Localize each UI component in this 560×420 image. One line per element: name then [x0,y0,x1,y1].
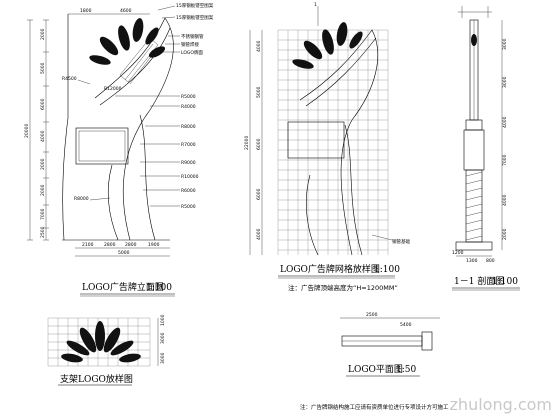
plan-dim-2: 5400 [400,322,412,328]
front-bdim-5: 5000 [118,250,130,256]
front-topdim-1: 1800 [80,8,92,14]
section-vdim-2: 3000 [502,76,508,88]
section-scale: 1:100 [492,277,518,287]
section-bdim-2: 1300 [466,258,478,264]
plan-logo-title: 支架LOGO放样图 [60,373,133,385]
section-vdim-3: 4000 [502,116,508,128]
section-vdim-1: 3000 [502,38,508,50]
plan-logo-vdim-1: 1000 [160,314,166,326]
section-bdim-1: 1200 [452,250,464,256]
section-bdim-3: 800 [486,258,495,264]
front-vdim-3: 6000 [40,98,46,110]
section-vdim-6: 2000 [502,228,508,240]
front-callout-7: R5000 [181,94,196,100]
grid-scale: 1:100 [374,265,400,275]
front-frame [62,14,69,241]
grid-logo-leaves [292,22,363,69]
grid-vdim-6: 4000 [256,228,262,240]
grid-vdim-5: 6000 [256,188,262,200]
grid-layout: 1 4000 5000 6000 22000 6000 4000 钢管基础 LO… [244,2,410,292]
grid-section-mark: 1 [314,2,317,8]
section-column [463,129,485,171]
grid-vdim-1: 4000 [256,40,262,52]
front-vdim-5: 2000 [40,158,46,170]
grid-callout-base: 钢管基础 [392,238,410,245]
front-callout-8: R4000 [181,104,196,110]
front-callout-3: 不锈钢钢管 [181,33,204,40]
front-callout-2: 15厚钢板镂空图案 [176,14,214,21]
plan-scale: 1:50 [396,365,416,375]
front-vdim-7: 7000 [40,208,46,220]
plan-logo-vdim-2: 3000 [160,332,166,344]
front-callout-4: 钢管焊接 [181,41,199,48]
plan-dim-1: 2500 [366,312,378,318]
front-callout-14: R5000 [181,204,196,210]
front-callout-11: R9000 [181,160,196,166]
front-callout-5: LOGO牌面 [181,49,203,56]
plan-logo-vdim-3: 3000 [160,352,166,364]
front-callout-13: R6000 [181,188,196,194]
watermark: zhulong.com [449,395,552,414]
front-callout-10: R7000 [181,142,196,148]
front-elevation: 2000 5000 6000 4000 2000 2000 7000 2500 … [24,2,214,297]
front-bdim-3: 2800 [125,242,137,248]
front-bdim-1: 2100 [82,242,94,248]
front-callout-6: R4500 [62,76,77,82]
front-vdim-4: 4000 [40,130,46,142]
front-vdim-8: 2500 [40,226,46,238]
front-vdim-2: 5000 [40,62,46,74]
grid-lines [277,29,389,255]
front-scale: 1:100 [146,283,172,293]
front-vdim-total: 20000 [24,124,30,138]
section-1-1: 3000 3000 4000 7000 4000 2000 1200 1300 … [452,6,520,291]
plan-logo-leaves [61,321,141,363]
front-callout-12: R10000 [181,174,199,180]
plan-title: LOGO平面图 [348,364,403,375]
front-logo-panel [75,127,129,165]
plan-logo-drawing: 1000 3000 3000 支架LOGO放样图 [47,314,166,386]
section-vdim-5: 4000 [502,194,508,206]
section-vdim-4: 7000 [502,154,508,166]
grid-note: 注：广告牌顶端高度为“H=1200MM” [288,283,398,292]
front-topdim-2: 4600 [120,8,132,14]
grid-title: LOGO广告牌网格放样图 [280,263,380,275]
front-logo-leaves [89,18,166,65]
front-callout-1: 15厚钢板镂空图案 [176,2,214,9]
front-vdim-1: 2000 [40,28,46,40]
grid-vdim-3: 6000 [256,138,262,150]
plan-drawing: 2500 5400 LOGO平面图 1:50 [340,312,440,377]
front-bdim-2: 2800 [104,242,116,248]
front-callout-16: R12000 [104,86,122,92]
section-title: 1－1 剖面图 [454,275,504,287]
front-callout-15: R8000 [74,196,89,202]
front-title: LOGO广告牌立面图 [82,281,164,293]
grid-vdim-2: 5000 [256,86,262,98]
sheet-footnote: 注：广告牌钢结构施工应请有资质单位进行专项设计方可施工 [300,403,449,411]
front-callout-9: R8000 [181,124,196,130]
front-vdim-6: 2000 [40,184,46,196]
grid-vdim-4: 22000 [244,136,250,150]
front-bdim-4: 1900 [148,242,160,248]
